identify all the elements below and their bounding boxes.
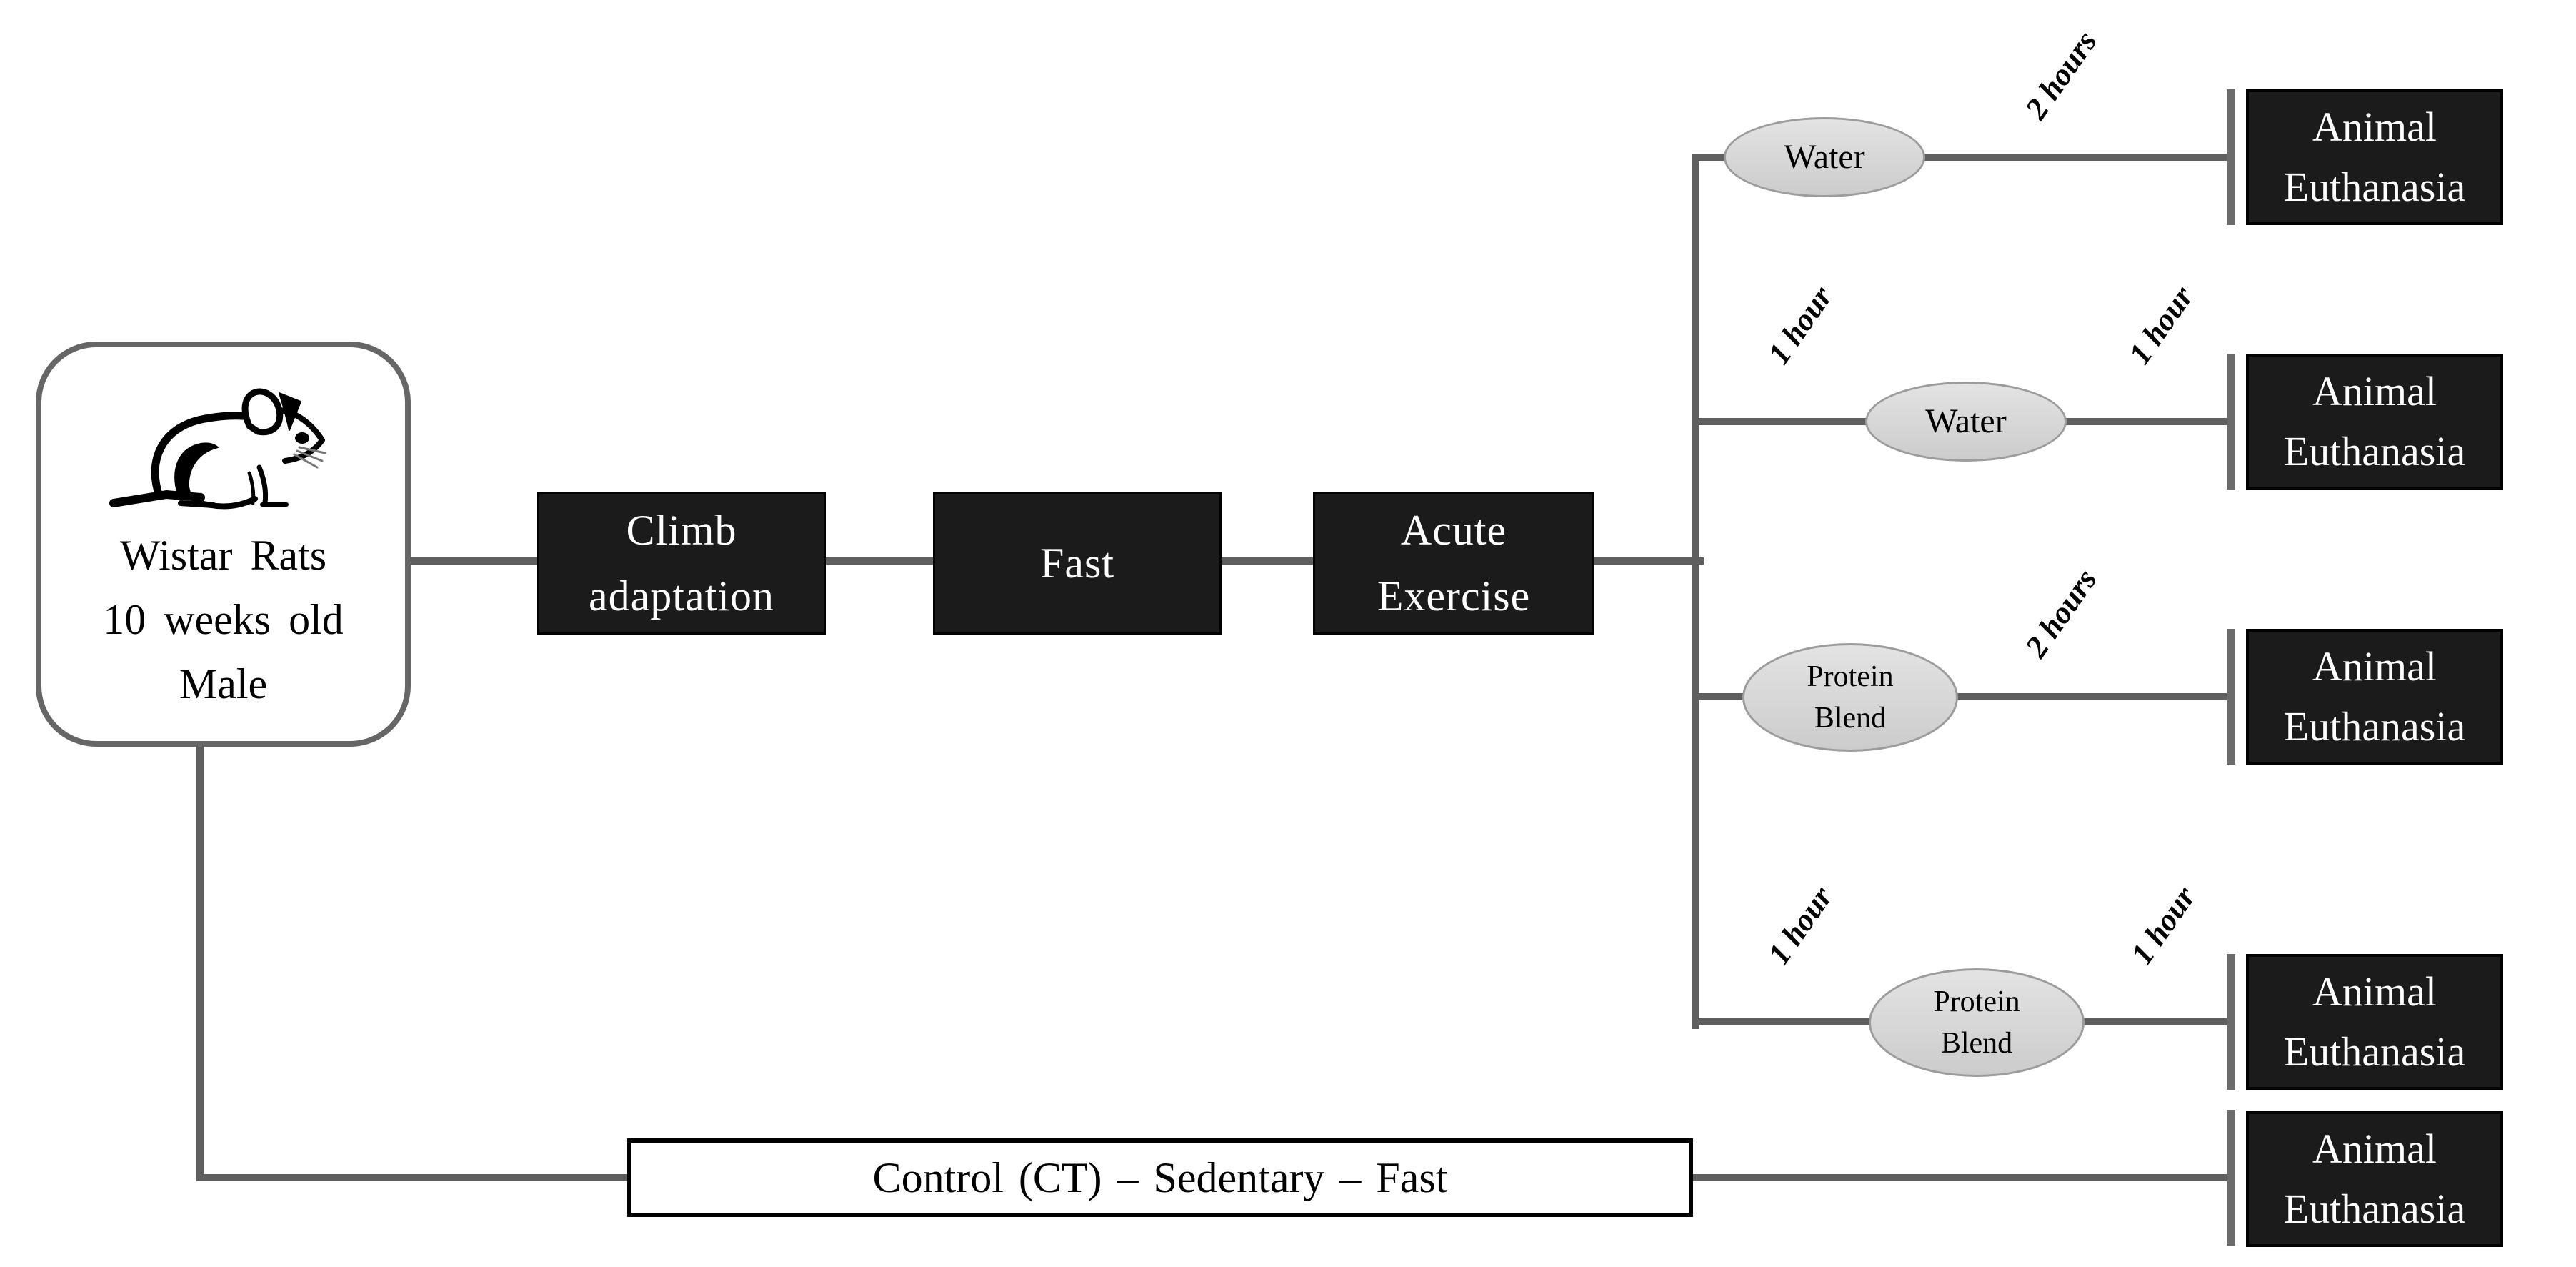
connector-branch-3: [1695, 693, 2232, 700]
time-label-branch3-post: 2 hours: [2018, 562, 2104, 664]
terminator-tick-4: [2227, 954, 2235, 1090]
supplement-water-1-label: Water: [1784, 138, 1865, 176]
supplement-ellipse-water-2: Water: [1865, 382, 2067, 462]
control-group-box: Control (CT) – Sedentary – Fast: [627, 1138, 1693, 1217]
connector-control-vertical: [196, 735, 204, 1181]
start-node-caption: Wistar Rats 10 weeks old Male: [41, 523, 405, 716]
connector-branch-1: [1695, 154, 2232, 161]
end-box-4-line-1: Animal: [2312, 968, 2437, 1015]
end-box-3-line-2: Euthanasia: [2283, 703, 2466, 750]
supplement-ellipse-protein-1: Protein Blend: [1742, 643, 1958, 752]
time-label-branch2-pre: 1 hour: [1761, 279, 1839, 371]
terminator-tick-5: [2227, 1110, 2235, 1246]
terminator-tick-3: [2227, 629, 2235, 765]
time-label-branch4-post: 1 hour: [2124, 880, 2202, 971]
time-label-branch4-pre: 1 hour: [1761, 880, 1839, 971]
supplement-ellipse-water-1: Water: [1724, 117, 1925, 197]
end-box-euthanasia-3: Animal Euthanasia: [2246, 629, 2503, 765]
end-box-euthanasia-5: Animal Euthanasia: [2246, 1111, 2503, 1247]
end-box-3-line-1: Animal: [2312, 643, 2437, 690]
end-box-euthanasia-4: Animal Euthanasia: [2246, 954, 2503, 1090]
start-caption-line-3: Male: [179, 660, 268, 707]
end-box-5-line-2: Euthanasia: [2283, 1186, 2466, 1232]
end-box-1-line-1: Animal: [2312, 104, 2437, 150]
supplement-protein-2-line-2: Blend: [1940, 1027, 2013, 1060]
rat-icon: [109, 388, 326, 510]
end-box-1-line-2: Euthanasia: [2283, 164, 2466, 210]
supplement-water-2-label: Water: [1925, 402, 2007, 440]
step-acute-line-2: Exercise: [1377, 572, 1531, 620]
start-node-wistar-rats: Wistar Rats 10 weeks old Male: [36, 342, 411, 747]
start-caption-line-2: 10 weeks old: [103, 596, 344, 643]
step-climb-adaptation: Climb adaptation: [537, 492, 826, 635]
supplement-protein-1-line-2: Blend: [1814, 702, 1887, 735]
start-caption-line-1: Wistar Rats: [119, 532, 327, 579]
end-box-euthanasia-2: Animal Euthanasia: [2246, 354, 2503, 490]
step-climb-line-2: adaptation: [589, 572, 774, 620]
terminator-tick-1: [2227, 89, 2235, 225]
connector-trunk-line: [1692, 154, 1699, 1029]
supplement-ellipse-protein-2: Protein Blend: [1869, 968, 2085, 1077]
end-box-5-line-1: Animal: [2312, 1126, 2437, 1172]
step-acute-line-1: Acute: [1400, 507, 1507, 554]
end-box-2-line-1: Animal: [2312, 368, 2437, 414]
supplement-protein-2-line-1: Protein: [1933, 985, 2020, 1018]
step-fast-label: Fast: [1039, 540, 1115, 587]
step-acute-exercise: Acute Exercise: [1313, 492, 1594, 635]
step-climb-line-1: Climb: [626, 507, 737, 554]
time-label-branch1-post: 2 hours: [2018, 24, 2104, 126]
terminator-tick-2: [2227, 354, 2235, 490]
end-box-2-line-2: Euthanasia: [2283, 428, 2466, 474]
end-box-4-line-2: Euthanasia: [2283, 1028, 2466, 1075]
supplement-protein-1-line-1: Protein: [1807, 660, 1894, 693]
time-label-branch2-post: 1 hour: [2122, 279, 2200, 371]
end-box-euthanasia-1: Animal Euthanasia: [2246, 89, 2503, 225]
step-fast: Fast: [933, 492, 1222, 635]
control-group-label: Control (CT) – Sedentary – Fast: [872, 1153, 1448, 1201]
